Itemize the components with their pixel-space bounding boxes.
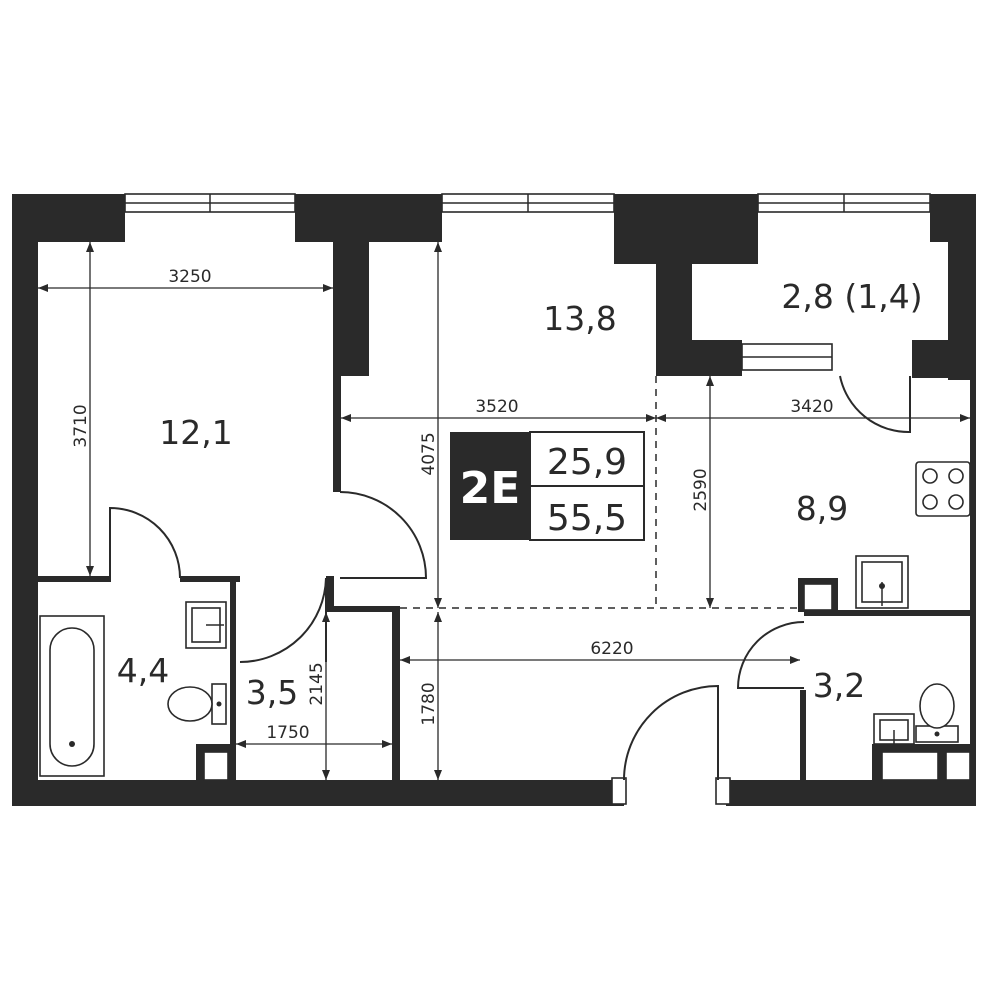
dim-corridor-length: 6220 [590,639,633,659]
room-area-bedroom: 12,1 [159,413,232,452]
dim-kitchen-depth: 2590 [691,468,711,511]
room-area-bathroom: 4,4 [117,651,169,690]
stove-icon [915,461,971,517]
dim-hall-width: 1750 [266,723,309,743]
window-icon [441,193,615,213]
sink-icon [185,601,227,649]
dim-bedroom-depth: 3710 [71,404,91,447]
apartment-type-label: 2E [460,463,521,514]
dimension-labels: 3250 3710 3520 4075 1780 3420 2590 6220 … [71,267,834,743]
dim-corridor-depth: 1780 [419,682,439,725]
dimension-lines [38,242,970,780]
walls [12,194,976,806]
room-area-toilet: 3,2 [813,666,865,705]
room-labels: 13,8 12,1 2,8 (1,4) 8,9 4,4 3,5 3,2 [117,277,923,712]
room-area-living: 13,8 [543,299,616,338]
sink-icon [873,713,915,745]
window-icon [124,193,296,213]
toilet-icon [915,683,959,743]
living-area-value: 25,9 [547,442,627,483]
room-area-kitchen: 8,9 [796,489,848,528]
dim-kitchen-width: 3420 [790,397,833,417]
room-area-hall: 3,5 [246,673,298,712]
sink-icon [855,555,909,609]
door-swing-icon [109,375,911,781]
dim-bedroom-width: 3250 [168,267,211,287]
dim-living-depth: 4075 [419,432,439,475]
toilet-icon [167,683,227,725]
apartment-badge: 2E 25,9 55,5 [450,431,645,541]
total-area-value: 55,5 [547,498,627,539]
bathtub-icon [39,615,105,777]
room-area-balcony: 2,8 (1,4) [781,277,922,316]
dim-living-width: 3520 [475,397,518,417]
dim-hall-depth: 2145 [307,662,327,705]
window-icon [757,193,931,213]
